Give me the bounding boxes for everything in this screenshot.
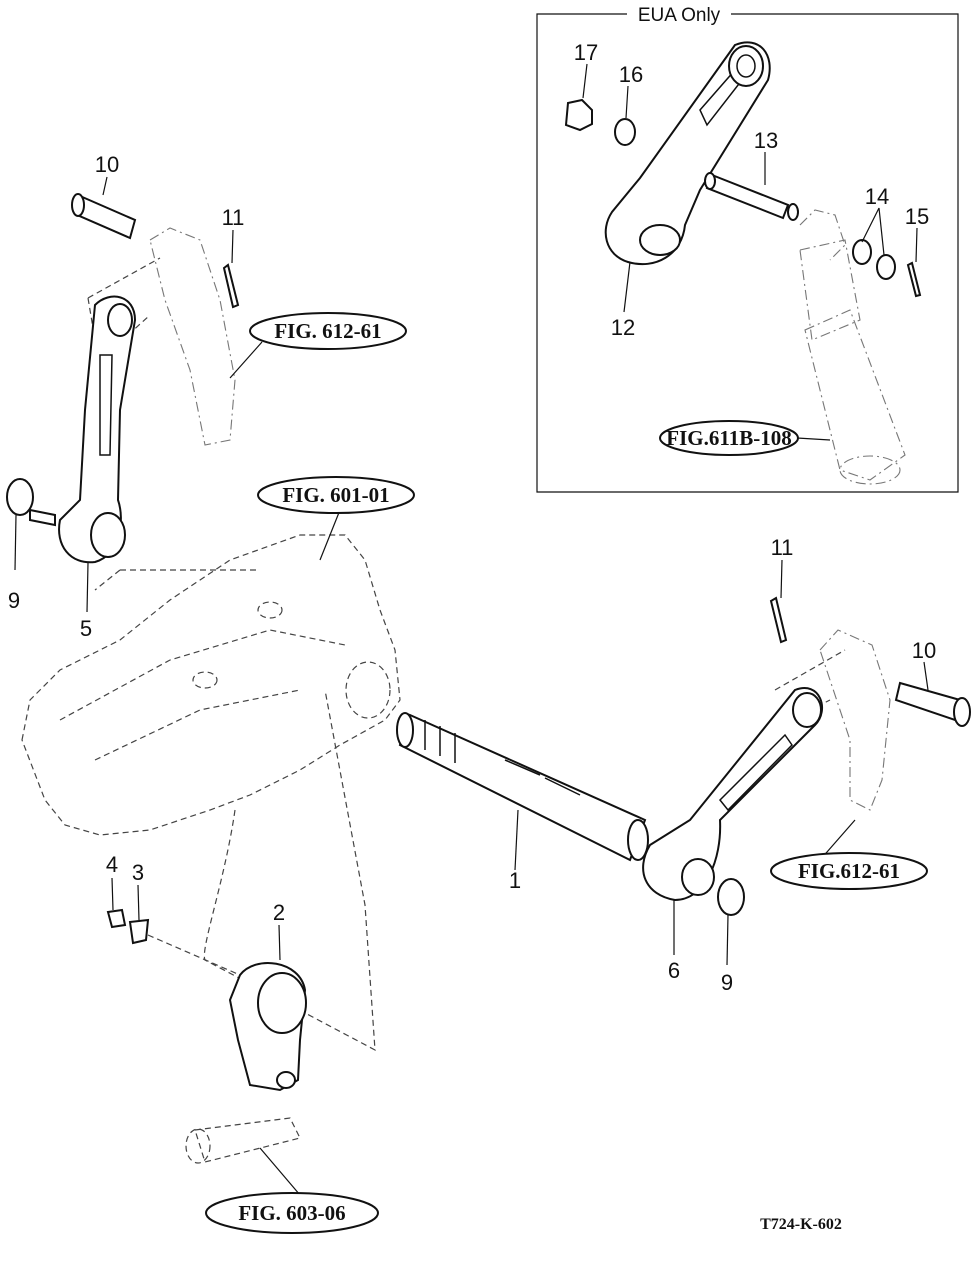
callout-16: 16 [619,62,643,87]
cotter-pin-11-right [769,596,788,644]
leader-16 [625,85,629,119]
lift-arm-5 [58,295,137,564]
callout-13: 13 [754,128,778,153]
washer-14a [852,239,872,265]
callout-5: 5 [80,616,92,641]
figref-603-06[interactable]: FIG. 603-06 [205,1192,379,1234]
svg-text:FIG. 601-01: FIG. 601-01 [282,483,389,507]
figref-612-61-left[interactable]: FIG. 612-61 [249,312,407,350]
snap-ring-9-left [6,478,34,516]
callout-6: 6 [668,958,680,983]
leader-11-right [780,559,783,599]
leader-9-right [726,914,729,966]
lift-arm-6 [642,687,824,902]
figref-612-61-right[interactable]: FIG.612-61 [770,852,928,890]
pin-13 [704,172,799,221]
leader-15 [915,227,918,263]
callout-10-right: 10 [912,638,936,663]
cotter-pin-11-left [222,263,240,309]
pin-10-left [71,193,137,240]
lift-arm-12 [604,41,771,266]
leader-5 [86,562,89,613]
callout-1: 1 [509,868,521,893]
svg-text:FIG. 603-06: FIG. 603-06 [238,1201,345,1225]
right-arm-group: 11 10 6 9 FIG.612-61 [642,535,971,995]
washer-16 [614,118,636,146]
callout-3: 3 [132,860,144,885]
leader-17 [582,63,588,99]
bolt-4 [106,908,127,929]
left-arm-group: 10 11 9 5 FIG. 612-61 [6,152,407,641]
leader-10-left [102,176,108,196]
leader-9-left [14,514,17,571]
figref-611b-108[interactable]: FIG.611B-108 [659,420,799,456]
callout-11-left: 11 [222,205,245,230]
callout-12: 12 [611,315,635,340]
drawing-code: T724-K-602 [760,1216,842,1233]
leader-14 [861,207,885,256]
leader-fig603 [259,1147,301,1196]
leader-1 [514,809,519,871]
leader-4 [111,877,114,911]
lock-plate-3 [128,918,150,945]
pin-10-right [894,681,971,727]
svg-text:FIG.612-61: FIG.612-61 [798,859,900,883]
leader-12 [623,261,631,313]
callout-4: 4 [106,852,118,877]
inset-phantom-cylinder [799,209,906,485]
figref-601-01[interactable]: FIG. 601-01 [257,476,415,561]
leader-fig612-left [229,341,263,379]
leader-3 [137,884,140,921]
svg-text:FIG.611B-108: FIG.611B-108 [666,426,791,450]
callout-9-right: 9 [721,970,733,995]
callout-10-left: 10 [95,152,119,177]
callout-17: 17 [574,40,598,65]
leader-fig611b [796,437,831,441]
svg-text:FIG. 612-61: FIG. 612-61 [274,319,381,343]
leader-10-right [923,661,929,691]
callout-15: 15 [905,204,929,229]
nut-17 [564,98,593,132]
leader-11-left [231,229,234,264]
snap-ring-9-right [717,878,745,916]
leader-2 [278,924,281,961]
callout-11-right: 11 [771,535,794,560]
lower-lift-arm-2 [228,962,307,1092]
housing-phantom [21,534,401,1052]
lower-arm-group: 4 3 2 FIG. 603-06 [106,852,379,1234]
callout-14: 14 [865,184,889,209]
callout-9-left: 9 [8,588,20,613]
callout-2: 2 [273,900,285,925]
cross-shaft-1 [396,712,649,862]
inset-title: EUA Only [638,5,721,26]
eua-only-inset: EUA Only [536,5,959,493]
grease-fitting [29,508,56,527]
washer-14b [876,254,896,280]
pin-ghost-fig603 [185,1117,301,1164]
cotter-pin-15 [906,261,922,298]
